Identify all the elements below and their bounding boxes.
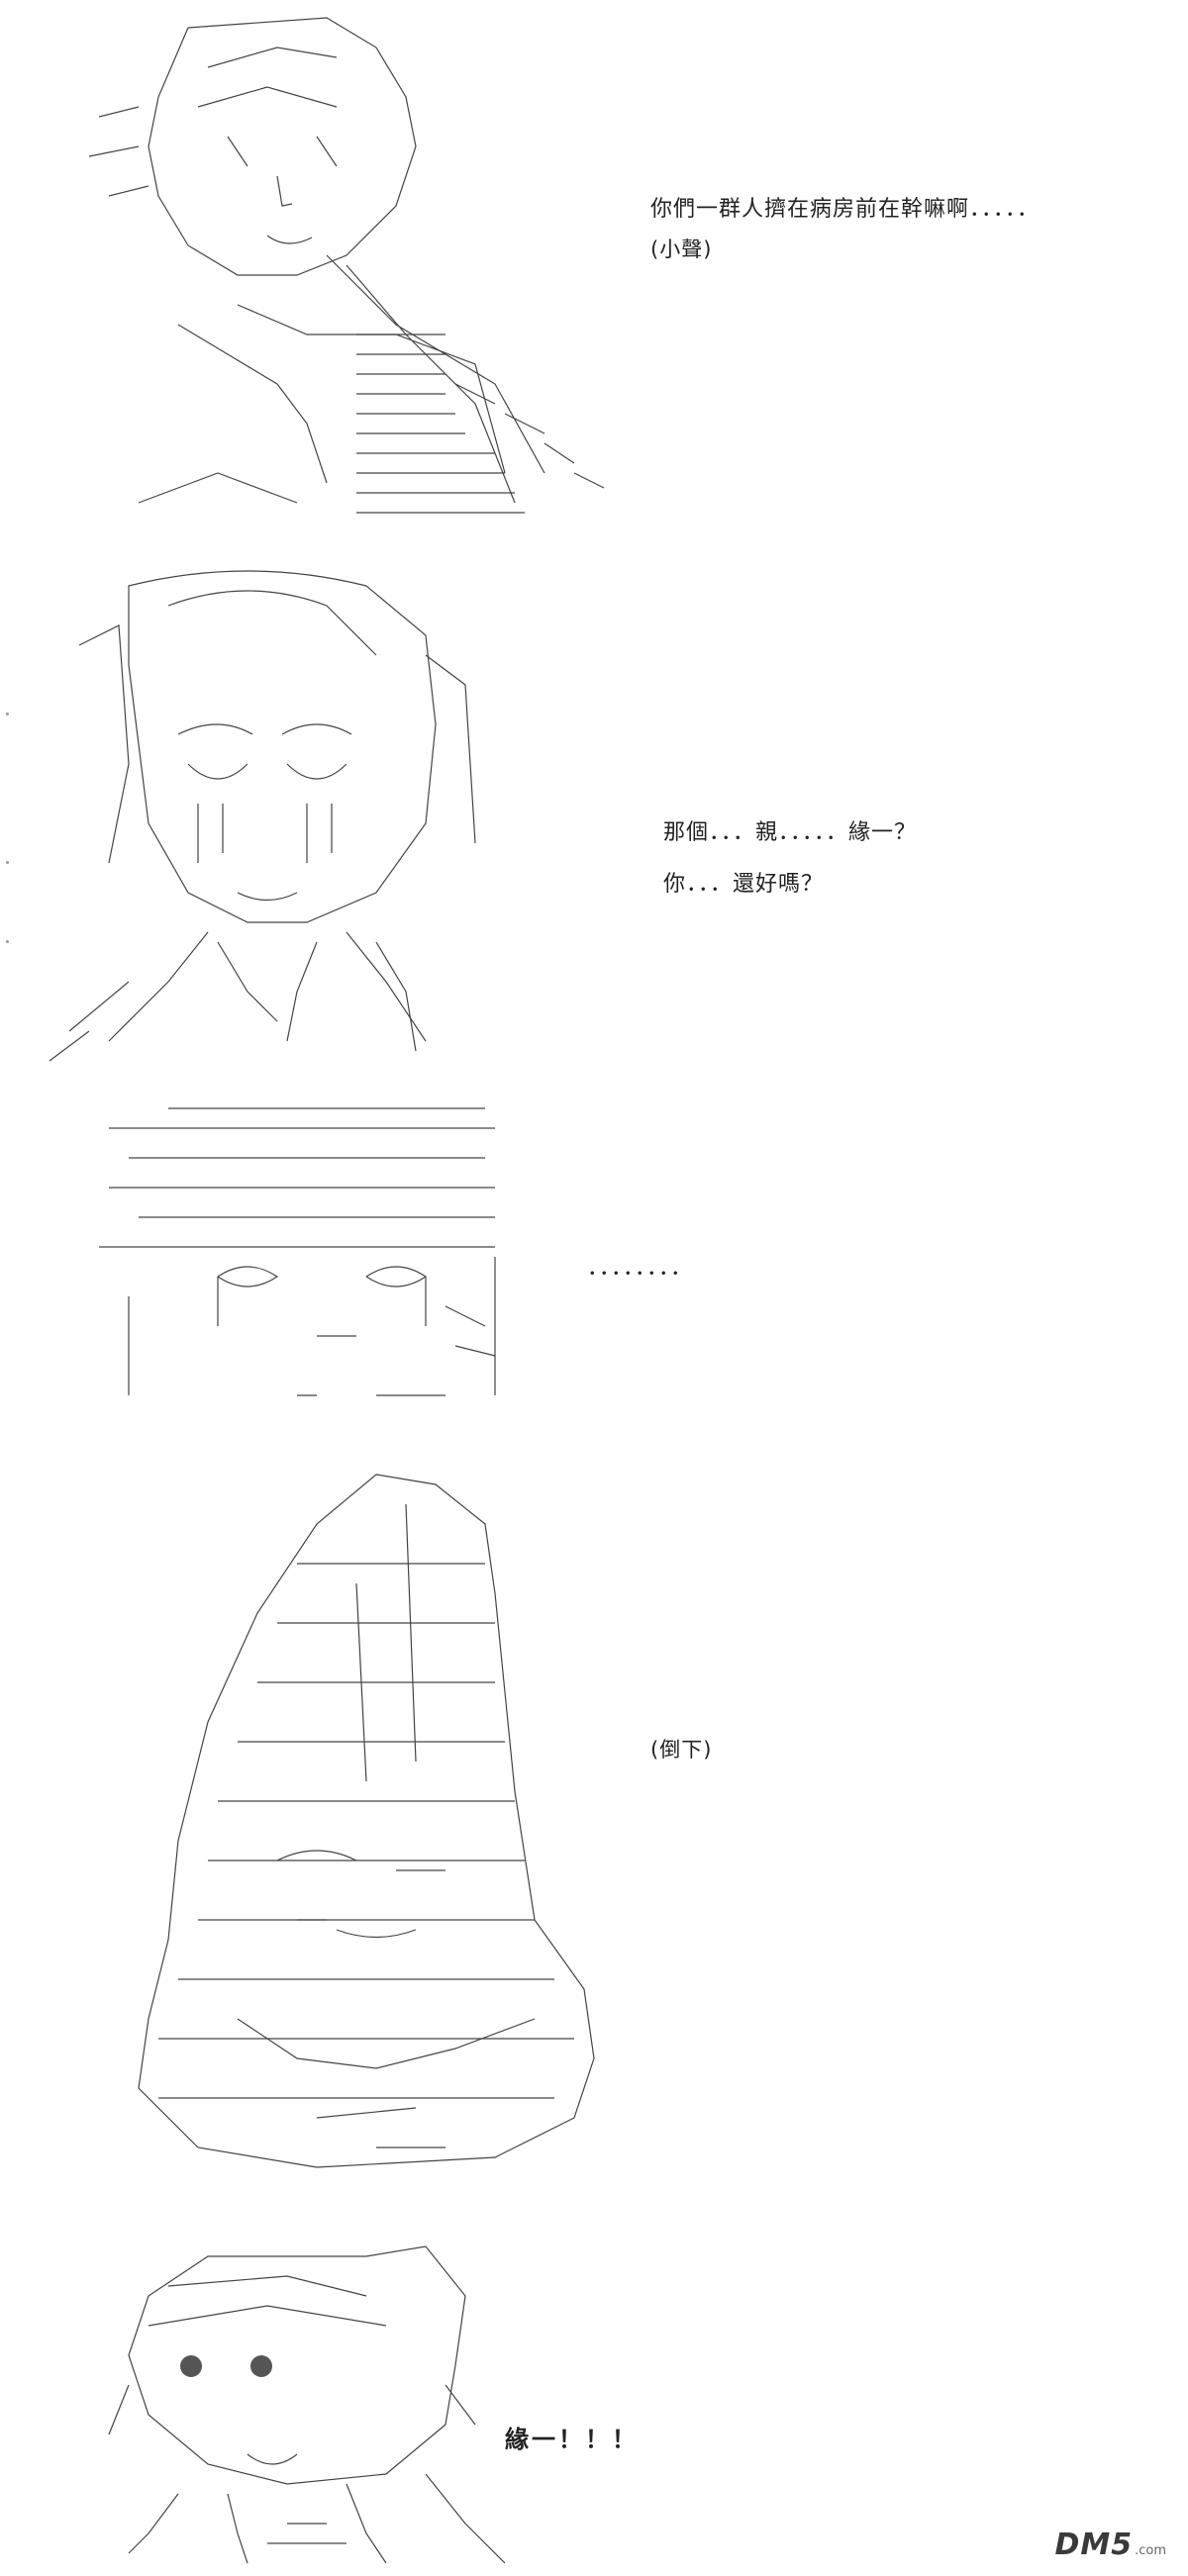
panel-4: (倒下) — [0, 1425, 1188, 2197]
margin-dot — [6, 713, 9, 716]
ascii-art-character-crying — [50, 566, 544, 1061]
dialogue-line-shout: 緣一！！！ — [505, 2426, 639, 2453]
dialogue-line-action: (倒下) — [650, 1738, 713, 1762]
dialogue-line: 那個．．．親．．．．．緣一？ — [663, 820, 918, 845]
panel-3: ．．．．．．．． — [0, 1069, 1188, 1425]
ascii-art-character-tanjiro — [79, 8, 634, 542]
panel-1: 你們一群人擠在病房前在幹嘛啊．．．．． (小聲) — [0, 0, 1188, 554]
ascii-art-character-collapsing — [119, 1465, 653, 2177]
panel-2: 那個．．．親．．．．．緣一？ 你．．．還好嗎？ — [0, 554, 1188, 1069]
dialogue-line: 你們一群人擠在病房前在幹嘛啊．．．．． — [650, 197, 1040, 222]
dialogue-line-ellipsis: ．．．．．．．． — [587, 1256, 694, 1281]
margin-dot — [6, 940, 9, 943]
dialogue-line: 你．．．還好嗎？ — [663, 872, 825, 897]
watermark-logo: DM5 .com — [1054, 2528, 1166, 2562]
eye-left — [180, 2355, 202, 2377]
panel-5: 緣一！！！ — [0, 2197, 1188, 2576]
dialogue-line-whisper: (小聲) — [650, 238, 713, 261]
ascii-art-character-shocked — [69, 1098, 525, 1415]
margin-dot — [6, 861, 9, 864]
ascii-art-character-surprised — [89, 2237, 564, 2563]
watermark-main: DM5 — [1054, 2528, 1134, 2562]
watermark-sub: .com — [1135, 2543, 1166, 2558]
eye-right — [250, 2355, 272, 2377]
